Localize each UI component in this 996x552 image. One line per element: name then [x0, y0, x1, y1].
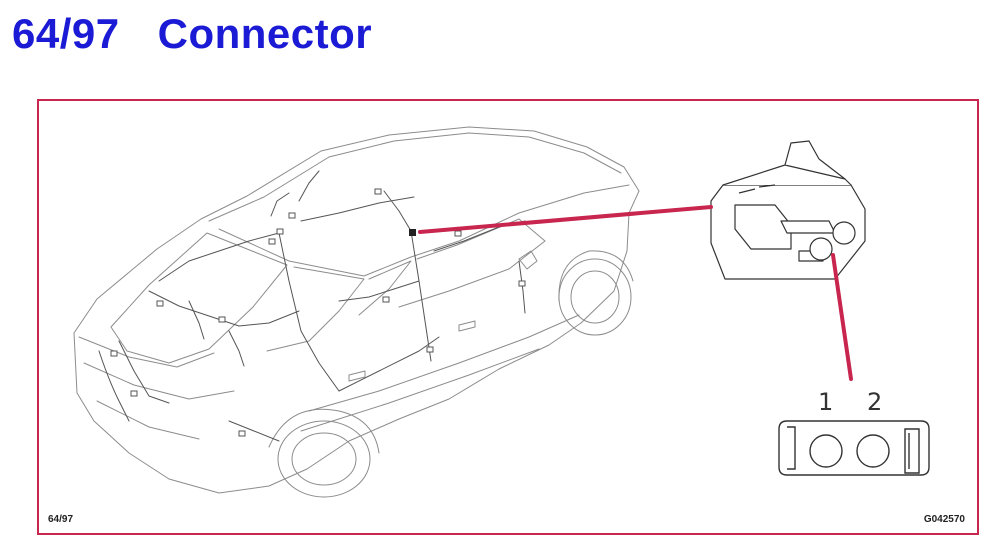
car-wiring-illustration [73, 126, 930, 498]
connector-housing-3d [710, 140, 866, 280]
page-reference: 64/97 [48, 514, 74, 525]
diagram-frame: 1 2 64/97 G042570 [37, 99, 979, 535]
title-number: 64/97 [12, 10, 120, 57]
pin-2-label: 2 [867, 388, 883, 416]
page-title: 64/97 Connector [12, 10, 372, 58]
connector-face-2pin [778, 420, 930, 476]
figure-id: G042570 [923, 514, 965, 525]
callout-lines [418, 205, 853, 381]
connector-location-marker [409, 229, 416, 236]
pin-1-label: 1 [818, 388, 834, 416]
title-name: Connector [157, 10, 373, 57]
